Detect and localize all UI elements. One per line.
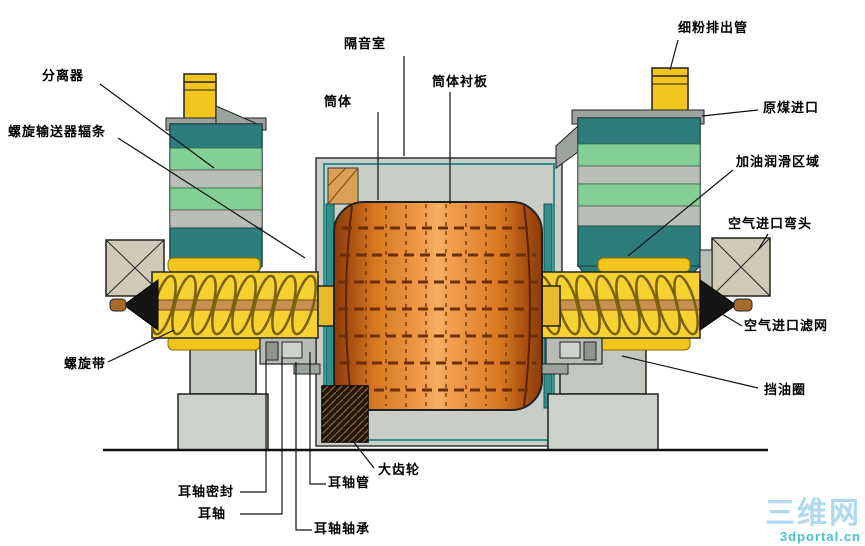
label-cylinder-liner: 筒体衬板 [432, 74, 489, 89]
label-spiral-band: 螺旋带 [64, 356, 107, 371]
left-separator-tower [165, 73, 267, 301]
left-trunnion-bearing [259, 337, 321, 375]
label-raw-coal-inlet: 原煤进口 [763, 100, 820, 115]
label-trunnion: 耳轴 [198, 506, 227, 521]
right-trunnion-bearing [541, 337, 603, 375]
watermark-logo: 三维网 [765, 497, 861, 530]
mill-drum [317, 201, 561, 411]
label-cylinder-body: 筒体 [324, 94, 353, 109]
label-oil-baffle-ring: 挡油圈 [764, 382, 807, 397]
label-trunnion-bearing: 耳轴轴承 [314, 521, 371, 536]
label-air-inlet-elbow: 空气进口弯头 [728, 216, 813, 231]
label-trunnion-seal: 耳轴密封 [178, 484, 235, 499]
label-spiral-conveyor-spokes: 螺旋输送器辐条 [8, 124, 107, 139]
right-inlet-cone [699, 279, 753, 331]
label-air-inlet-screen: 空气进口滤网 [744, 318, 829, 333]
leader-lines [99, 39, 769, 531]
left-pedestal [177, 335, 269, 451]
watermark: 三维网 3dportal.cn [765, 497, 861, 545]
right-air-inlet-elbow [699, 237, 771, 297]
label-soundproof-room: 隔音室 [344, 36, 387, 51]
left-inlet-cone [109, 279, 159, 331]
watermark-site: 3dportal.cn [779, 529, 861, 544]
label-separator: 分离器 [42, 68, 85, 83]
label-trunnion-pipe: 耳轴管 [328, 475, 371, 490]
label-lubrication-area: 加油润滑区域 [736, 154, 821, 169]
label-big-gear: 大齿轮 [378, 462, 421, 477]
left-screw-conveyor [151, 257, 319, 351]
label-fine-powder-outlet-pipe: 细粉排出管 [678, 20, 749, 35]
big-gear-block [321, 385, 369, 443]
